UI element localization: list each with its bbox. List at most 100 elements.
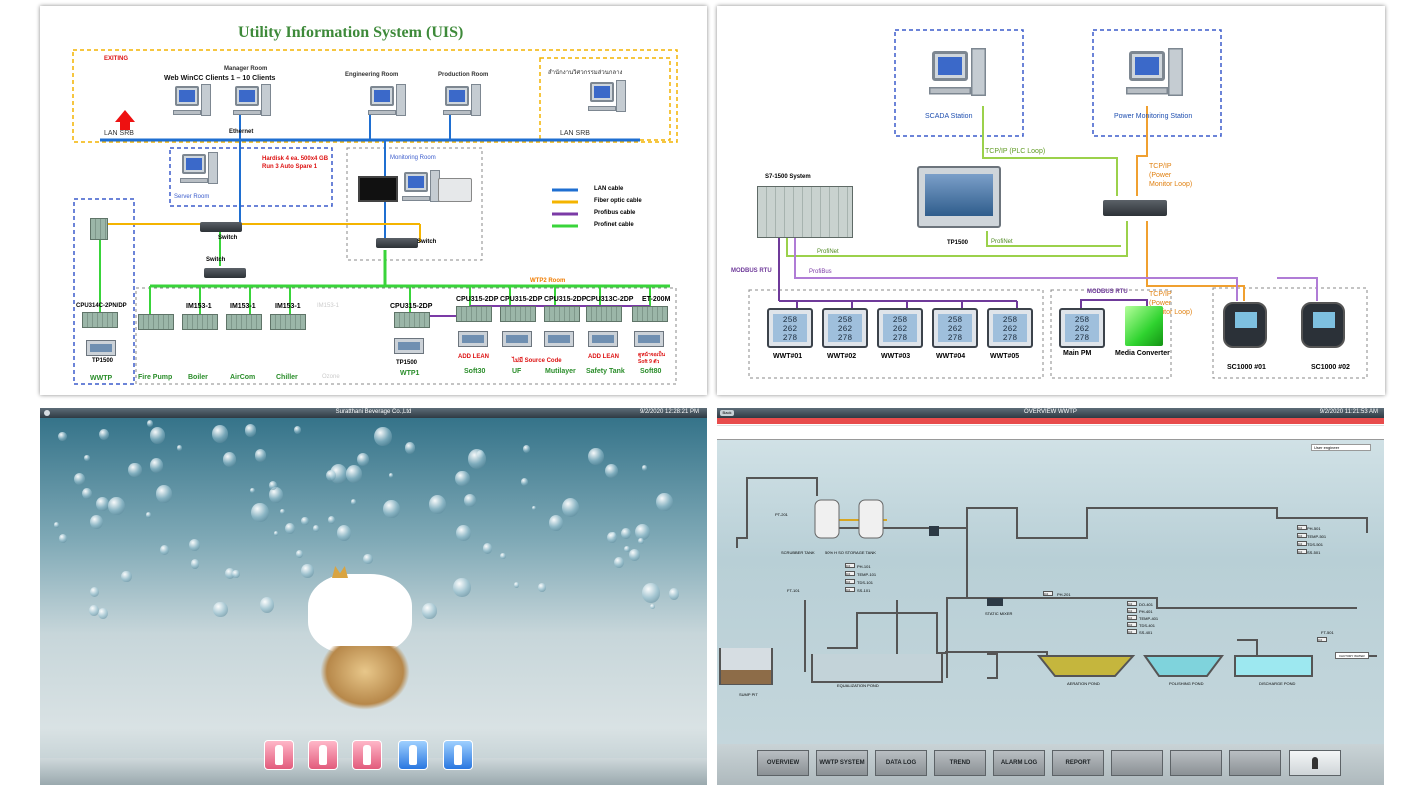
nav-alarm-log[interactable]: ALARM LOG xyxy=(993,750,1045,776)
tag-ft101[interactable]: FT-101 xyxy=(787,588,800,593)
tag-ph401[interactable]: PH-401 xyxy=(1139,609,1153,614)
tag-do401[interactable]: DO-401 xyxy=(1139,602,1154,607)
tag-temp501[interactable]: TEMP-501 xyxy=(1307,534,1327,539)
water-drop xyxy=(363,553,374,565)
thai-office-label: สำนักงานวิศวกรรมส่วนกลาง xyxy=(548,70,623,76)
datetime: 9/2/2020 11:21:53 AM xyxy=(1319,409,1378,415)
sc1000-2-label: SC1000 #02 xyxy=(1311,364,1350,371)
water-drop xyxy=(268,486,284,503)
pc-icon xyxy=(929,48,986,96)
uis-title: Utility Information System (UIS) xyxy=(238,24,464,41)
alarm-banner[interactable] xyxy=(717,418,1384,440)
nav-overview[interactable]: OVERVIEW xyxy=(757,750,809,776)
water-drop xyxy=(548,515,564,532)
value-box: 0.0 xyxy=(845,571,855,576)
nav-empty-1[interactable] xyxy=(1111,750,1163,776)
water-drop xyxy=(279,508,285,514)
cpu-a-label: CPU315-2DP xyxy=(456,296,499,303)
nav-report[interactable]: REPORT xyxy=(1052,750,1104,776)
tcp-power-label: TCP/IP (Power Monitor Loop) xyxy=(1149,163,1193,188)
user-box[interactable]: User engineer xyxy=(1311,444,1371,451)
water-drop xyxy=(464,494,476,508)
media-converter-icon xyxy=(1125,306,1163,346)
user-login-button[interactable] xyxy=(1289,750,1341,776)
water-drop xyxy=(650,604,656,610)
tag-ss501[interactable]: SS-501 xyxy=(1307,550,1321,555)
tag-ph101[interactable]: PH-101 xyxy=(857,564,871,569)
s7-label: S7-1500 System xyxy=(765,174,811,180)
scada-network-lines xyxy=(748,29,1368,379)
pc-icon xyxy=(402,170,440,202)
tag-ss101[interactable]: SS-101 xyxy=(857,588,871,593)
tp1500-wtp1: TP1500 xyxy=(396,360,418,366)
plc-module xyxy=(82,312,118,328)
water-drop xyxy=(146,420,153,427)
water-drop xyxy=(73,473,85,486)
water-drop xyxy=(222,452,236,468)
tag-tds401[interactable]: TDS-401 xyxy=(1139,623,1156,628)
water-drop xyxy=(336,525,351,541)
soft80-label: Soft80 xyxy=(640,368,662,375)
nav-trend[interactable]: TREND xyxy=(934,750,986,776)
water-drop xyxy=(254,449,267,462)
tag-temp401[interactable]: TEMP-401 xyxy=(1139,616,1159,621)
tag-tds101[interactable]: TDS-101 xyxy=(857,580,874,585)
bottle-button-1[interactable] xyxy=(264,740,294,770)
chiller-label: Chiller xyxy=(276,374,298,381)
bottle-icon xyxy=(319,745,327,765)
equalization-pond-label: EQUALIZATION POND xyxy=(837,683,879,688)
nav-empty-2[interactable] xyxy=(1170,750,1222,776)
menu-icon[interactable] xyxy=(44,410,50,416)
alarm-row[interactable] xyxy=(717,418,1384,424)
tag-temp101[interactable]: TEMP-101 xyxy=(857,572,877,577)
water-drop xyxy=(149,427,166,445)
tag-ft501[interactable]: FT-501 xyxy=(1321,630,1334,635)
bottle-icon xyxy=(363,745,371,765)
pc-icon xyxy=(173,84,211,116)
hmi-icon xyxy=(86,340,116,356)
pc-icon xyxy=(1126,48,1183,96)
water-drop xyxy=(383,500,400,519)
tag-tds501[interactable]: TDS-501 xyxy=(1307,542,1324,547)
tcp-power-label-2: TCP/IP (Power Monitor Loop) xyxy=(1149,291,1193,316)
water-drop xyxy=(211,424,229,443)
water-drop xyxy=(213,601,228,618)
wtp2-room-label: WTP2 Room xyxy=(530,278,566,284)
water-drop xyxy=(499,552,506,560)
water-drop xyxy=(269,480,278,490)
tag-ph501[interactable]: PH-501 xyxy=(1307,526,1321,531)
tag-ph201[interactable]: PH-201 xyxy=(1057,592,1071,597)
screen-title: OVERVIEW WWTP xyxy=(1024,409,1077,415)
water-drop xyxy=(325,470,336,482)
water-drop xyxy=(588,447,604,465)
nav-data-log[interactable]: DATA LOG xyxy=(875,750,927,776)
logo-cloud xyxy=(308,574,412,654)
bottle-button-4[interactable] xyxy=(398,740,428,770)
legend-fiber: Fiber optic cable xyxy=(594,198,642,204)
production-room-label: Production Room xyxy=(438,72,489,78)
water-drop xyxy=(273,531,278,536)
nav-empty-3[interactable] xyxy=(1229,750,1281,776)
bottle-button-5[interactable] xyxy=(443,740,473,770)
back-button[interactable]: Back xyxy=(720,410,734,416)
legend-lan: LAN cable xyxy=(594,186,624,192)
hmi-title-bar: Back OVERVIEW WWTP 9/2/2020 11:21:53 AM xyxy=(717,408,1384,418)
plc-module xyxy=(270,314,306,330)
tp1500-panel-icon xyxy=(917,166,1001,228)
bottle-button-2[interactable] xyxy=(308,740,338,770)
media-converter-label: Media Converter xyxy=(1115,350,1170,357)
power-station-label: Power Monitoring Station xyxy=(1114,113,1193,120)
meter-label: WWT#03 xyxy=(881,353,911,360)
fire-pump-label: Fire Pump xyxy=(138,374,173,381)
bottle-button-3[interactable] xyxy=(352,740,382,770)
nav-wwtp-system[interactable]: WWTP SYSTEM xyxy=(816,750,868,776)
water-drop xyxy=(98,608,109,620)
tag-ss401[interactable]: SS-401 xyxy=(1139,630,1153,635)
et200m-label: ET-200M xyxy=(642,296,671,303)
water-drop xyxy=(538,583,547,592)
water-drop xyxy=(388,473,394,478)
water-drop xyxy=(176,445,183,452)
